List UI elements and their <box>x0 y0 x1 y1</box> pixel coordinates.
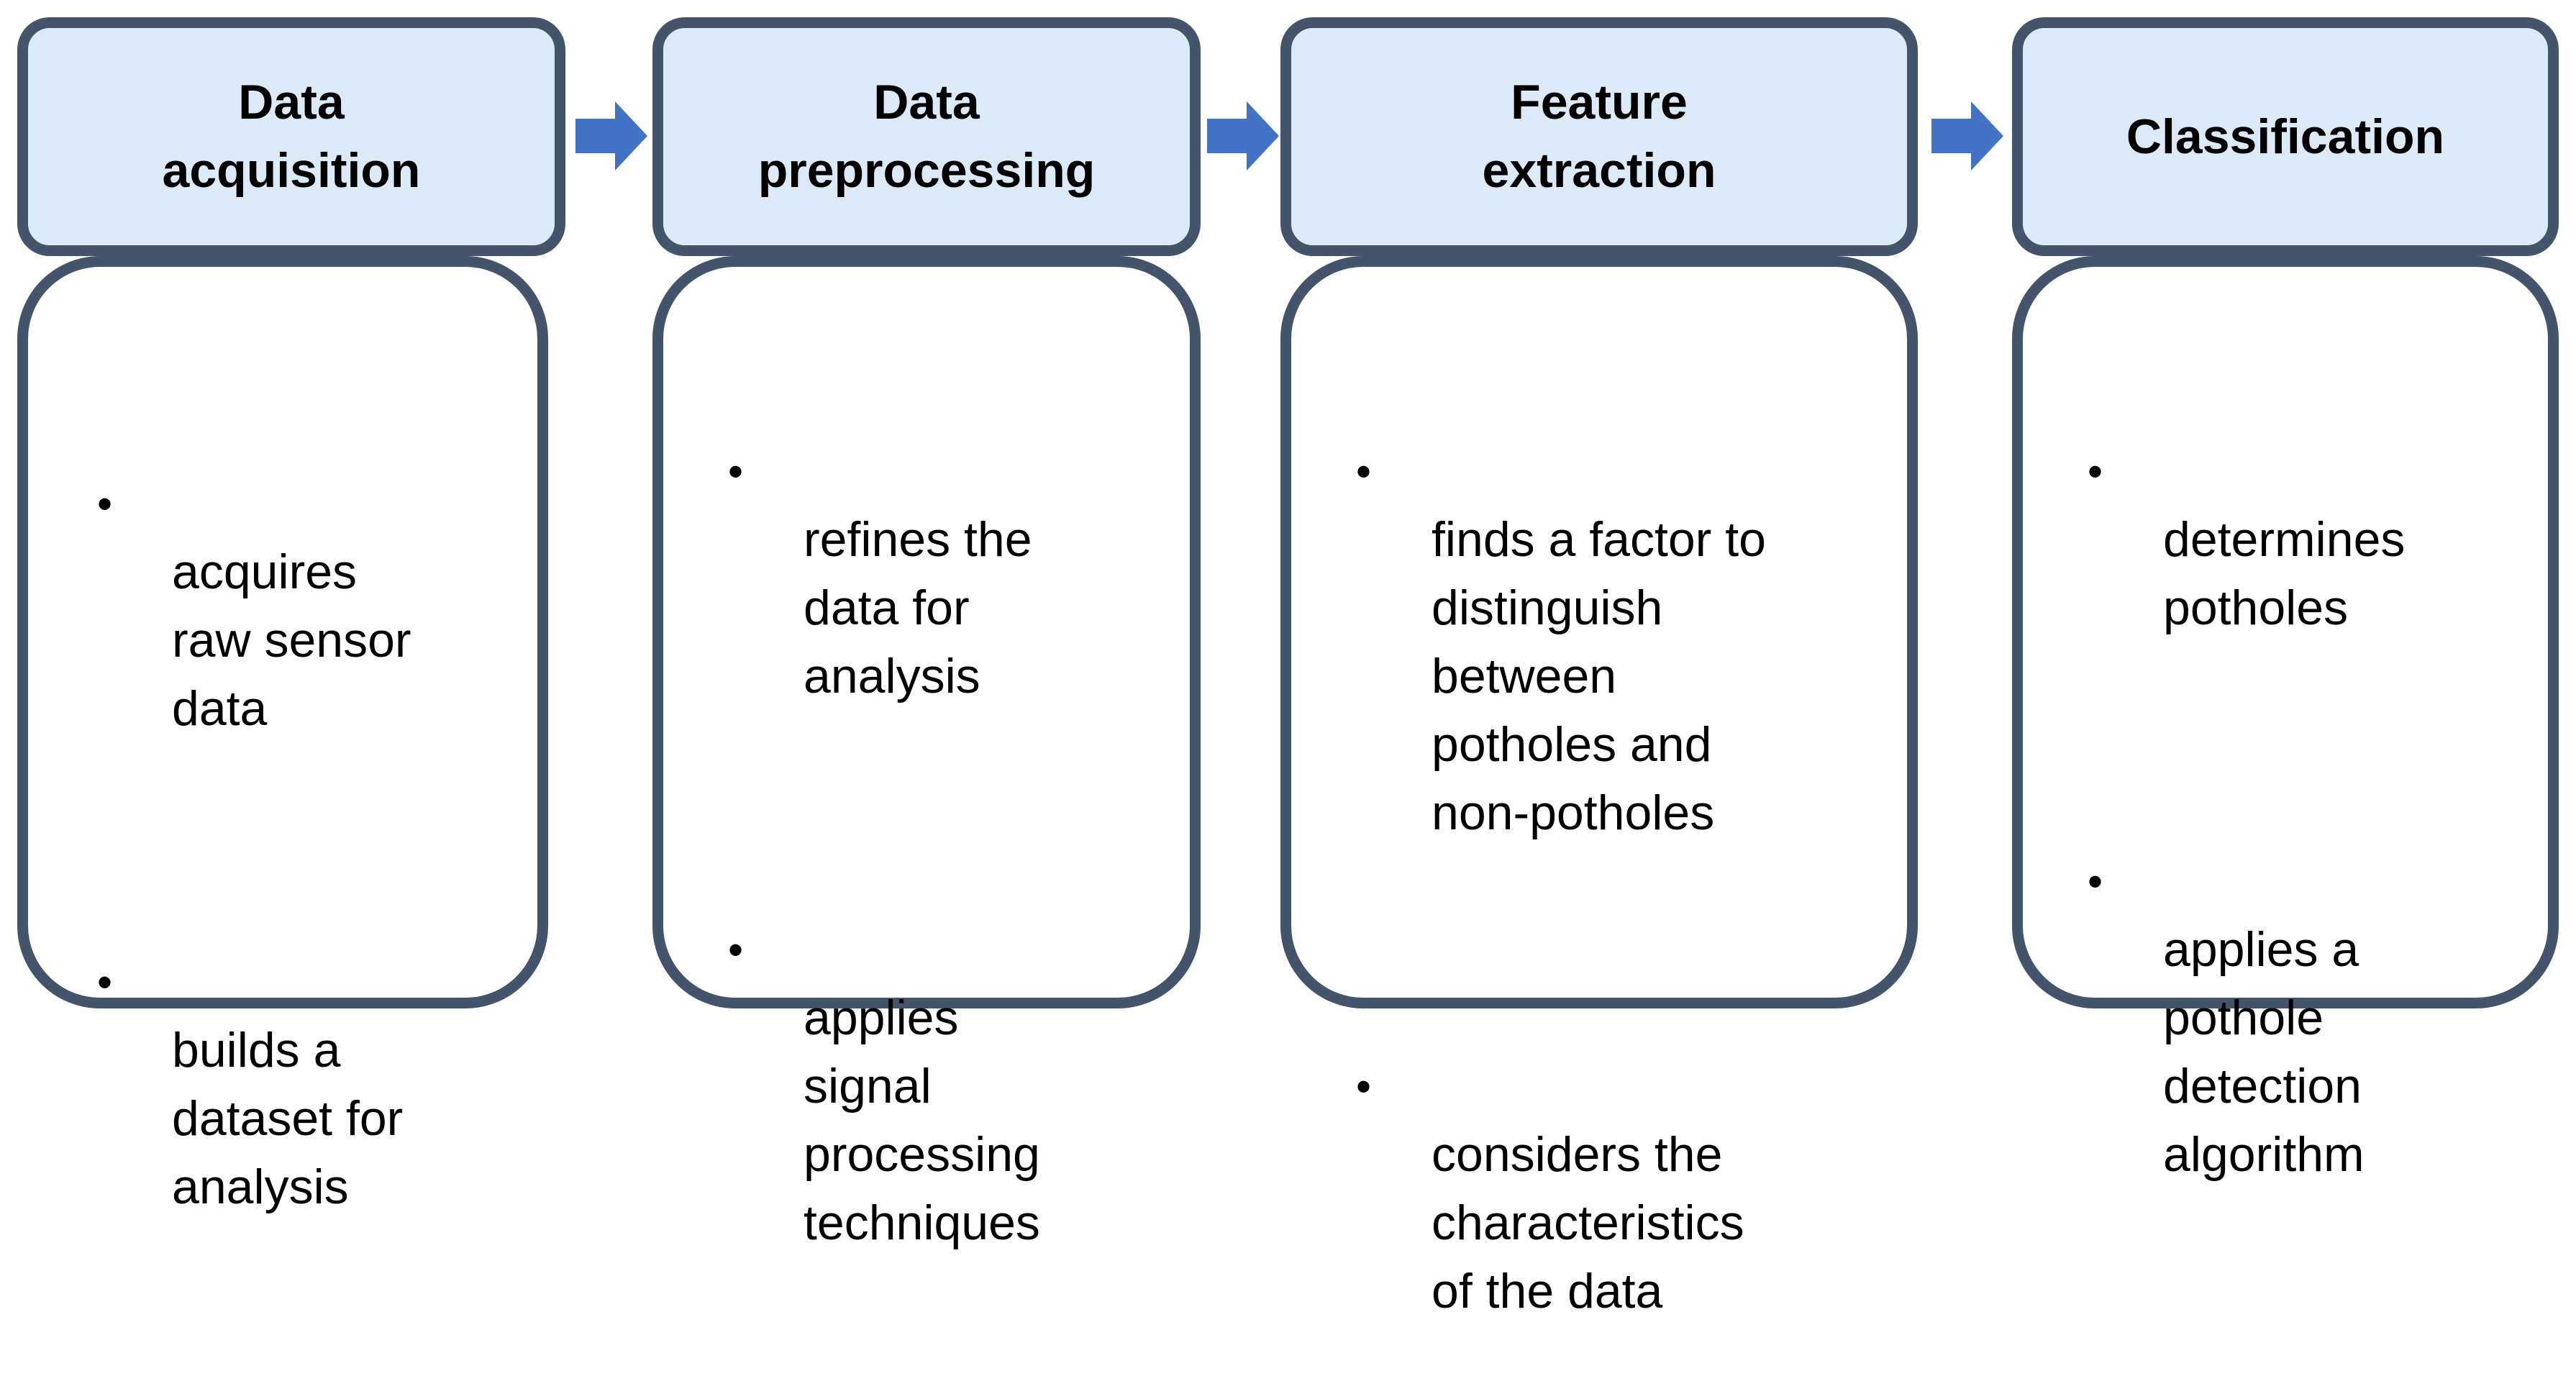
list-item: • applies signal processing techniques <box>663 847 1190 1326</box>
bullet-text: determines potholes <box>2163 512 2406 635</box>
list-item: • refines the data for analysis <box>663 369 1190 779</box>
stage-body-classification: • determines potholes • applies a pothol… <box>2012 256 2559 1182</box>
stage-header-feature-extraction: Feature extraction <box>1280 17 1918 256</box>
bullet-list: • finds a factor to distinguish between … <box>1291 369 1907 1394</box>
bullet-text: applies signal processing techniques <box>804 990 1040 1250</box>
bullet-dot-icon: • <box>728 926 744 974</box>
bullet-dot-icon: • <box>1356 1062 1372 1111</box>
list-item: • acquires raw sensor data <box>28 401 537 811</box>
right-arrow-icon <box>575 101 647 170</box>
bullet-list: • acquires raw sensor data • builds a da… <box>28 401 537 1290</box>
list-item: • builds a dataset for analysis <box>28 880 537 1290</box>
bullet-text: finds a factor to distinguish between po… <box>1432 512 1766 840</box>
bullet-text: builds a dataset for analysis <box>172 1023 404 1214</box>
list-item: • finds a factor to distinguish between … <box>1291 369 1907 916</box>
bullet-dot-icon: • <box>97 958 113 1006</box>
stage-body-data-acquisition: • acquires raw sensor data • builds a da… <box>17 256 548 1214</box>
list-item: • considers the characteristics of the d… <box>1291 984 1907 1394</box>
bullet-list: • refines the data for analysis • applie… <box>663 369 1190 1326</box>
pipeline-diagram: Data acquisition • acquires raw sensor d… <box>17 17 2559 1318</box>
bullet-list: • determines potholes • applies a pothol… <box>2023 369 2548 1257</box>
bullet-text: considers the characteristics of the dat… <box>1432 1127 1744 1318</box>
bullet-text: acquires raw sensor data <box>172 545 411 736</box>
list-item: • applies a pothole detection algorithm <box>2023 779 2548 1257</box>
bullet-dot-icon: • <box>1356 447 1372 496</box>
stage-body-data-preprocessing: • refines the data for analysis • applie… <box>652 256 1201 1250</box>
list-item: • determines potholes <box>2023 369 2548 711</box>
bullet-dot-icon: • <box>728 447 744 496</box>
right-arrow-icon <box>1931 101 2003 170</box>
right-arrow-icon <box>1207 101 1279 170</box>
bullet-dot-icon: • <box>2088 447 2103 496</box>
stage-header-classification: Classification <box>2012 17 2559 256</box>
bullet-text: applies a pothole detection algorithm <box>2163 922 2365 1182</box>
bullet-dot-icon: • <box>97 480 113 528</box>
stage-body-feature-extraction: • finds a factor to distinguish between … <box>1280 256 1918 1318</box>
bullet-text: refines the data for analysis <box>804 512 1032 703</box>
stage-header-data-preprocessing: Data preprocessing <box>652 17 1201 256</box>
stage-header-data-acquisition: Data acquisition <box>17 17 565 256</box>
bullet-dot-icon: • <box>2088 857 2103 906</box>
